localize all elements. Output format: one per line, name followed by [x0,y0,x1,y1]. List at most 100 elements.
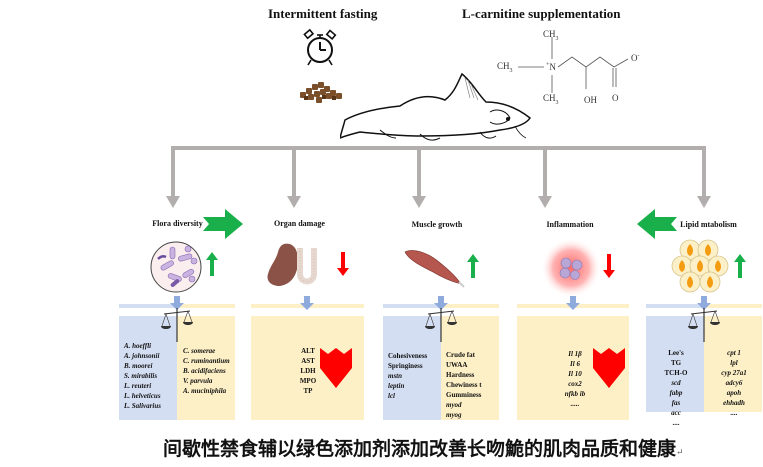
panel-left-box [119,316,177,420]
panel-strip-blue [119,304,177,308]
small-down-arrow-icon [566,296,580,310]
panel-strip-blue [383,304,441,308]
flora-decreased-list: A. hoeffli A. johnsonii B. moorei S. mir… [124,341,161,411]
chem-methyl-left: CH3 [497,61,513,74]
balance-scale-icon [688,308,720,342]
connector-arrow-2 [287,196,301,208]
chem-carbonyl-oxygen: O [612,93,619,103]
small-down-arrow-icon [300,296,314,310]
caption-text: 间歇性禁食辅以绿色添加剂添加改善长吻鮠的肌肉品质和健康 [163,438,677,460]
muscle-right-list: Crude fat UWAA Hardness Chewiness t Gumm… [446,350,482,420]
panel-strip-yellow [441,304,499,308]
panel-right-box [704,316,762,412]
list-item: C. somerae [183,347,216,355]
list-item: Il 10 [568,370,582,378]
muscle-icon [404,250,465,288]
paragraph-mark-icon: ↵ [676,448,684,458]
small-down-arrow-icon [434,296,448,310]
list-item: cpt 1 [727,349,741,357]
connector-arrow-1 [166,196,180,208]
small-down-arrow-icon [697,296,711,310]
trend-down-arrow-icon [603,254,615,278]
connector-tree [166,146,711,208]
list-item: B. acidifaciens [183,367,226,375]
big-arrow-right-icon [203,209,243,239]
panel-right-box [441,316,499,420]
list-item: UWAA [446,361,468,369]
big-down-arrow-icon [593,348,625,388]
panel-title-inflammation: Inflammation [546,220,594,229]
big-arrow-left-icon [637,209,677,239]
list-item: L. helveticus [124,392,161,400]
catfish-icon [340,72,532,141]
organ-damage-list: ALT AST LDH MPO TP [290,346,326,396]
list-item: Hardness [446,371,475,379]
list-item: Lee's [668,349,684,357]
list-item: lpl [730,359,738,367]
trend-up-arrow-icon [206,252,218,276]
feed-pellets-icon [300,82,342,103]
inflammation-cells-icon [541,238,601,298]
chem-hydroxyl: OH [584,95,597,105]
list-item: .... [730,409,738,417]
list-item: A. muciniphila [183,387,227,395]
figure-caption: 间歇性禁食辅以绿色添加剂添加改善长吻鮠的肌肉品质和健康↵ [163,434,684,461]
list-item: fabp [669,389,683,397]
chem-methyl-bottom: CH3 [543,93,559,106]
list-item: L. Salivarius [124,402,161,410]
trend-up-arrow-icon [467,254,479,278]
connector-arrow-3 [412,196,426,208]
list-item: adcy6 [725,379,743,387]
list-item: A. hoeffli [124,342,152,350]
list-item: acc [671,409,681,417]
flora-increased-list: C. somerae C. ruminantium B. acidifacien… [183,346,230,396]
list-item: ehhadh [723,399,745,407]
list-item: A. johnsonii [124,352,160,360]
panel-title-organ-damage: Organ damage [274,219,325,228]
panel-title-lipid-metabolism: Lipid mtabolism [680,220,737,229]
list-item: leptin [388,382,405,390]
list-item: fas [671,399,681,407]
list-item: cyp 27a1 [721,369,747,377]
list-item: TP [303,387,313,395]
list-item: MPO [299,377,317,385]
fat-cells-flame-icon [671,239,729,293]
list-item: myod [446,401,462,409]
chem-methyl-top: CH3 [543,29,559,42]
bacteria-icon [150,241,202,293]
list-item: S. mirabilis [124,372,158,380]
list-item: AST [301,357,315,365]
chem-carboxylate-oxygen: O- [631,53,640,63]
list-item: Springiness [388,362,423,370]
list-item: ..... [570,400,580,408]
l-carnitine-structure-icon [518,37,629,93]
lipid-left-list: Lee's TG TCH-O scd fabp fas acc .... [656,348,696,428]
panel-right-box [177,316,235,420]
l-carnitine-title: L-carnitine supplementation [462,6,621,21]
alarm-clock-icon [303,28,337,66]
muscle-left-list: Cohesiveness Springiness mstn leptin lcl [388,351,427,401]
list-item: LDH [300,367,316,375]
panel-title-muscle-growth: Muscle growth [411,220,463,229]
list-item: L. reuteri [124,382,152,390]
list-item: Il 1β [568,350,582,358]
list-item: myog [446,411,462,419]
list-item: Cohesiveness [388,352,428,360]
panel-left-box [383,316,441,420]
list-item: lcl [388,392,395,400]
list-item: V. parvula [183,377,213,385]
panel-strip-yellow [704,304,762,308]
connector-arrow-5 [697,196,711,208]
trend-up-arrow-icon [734,254,746,278]
balance-scale-icon [425,308,457,342]
small-down-arrow-icon [170,296,184,310]
list-item: cox2 [568,380,582,388]
list-item: B. moorei [124,362,153,370]
list-item: mstn [388,372,403,380]
list-item: Gumminess [446,391,482,399]
list-item: TCH-O [664,369,688,377]
list-item: Il 6 [570,360,580,368]
liver-intestine-icon [267,243,317,286]
big-down-arrow-icon [320,348,352,388]
list-item: Chewiness t [446,381,482,389]
